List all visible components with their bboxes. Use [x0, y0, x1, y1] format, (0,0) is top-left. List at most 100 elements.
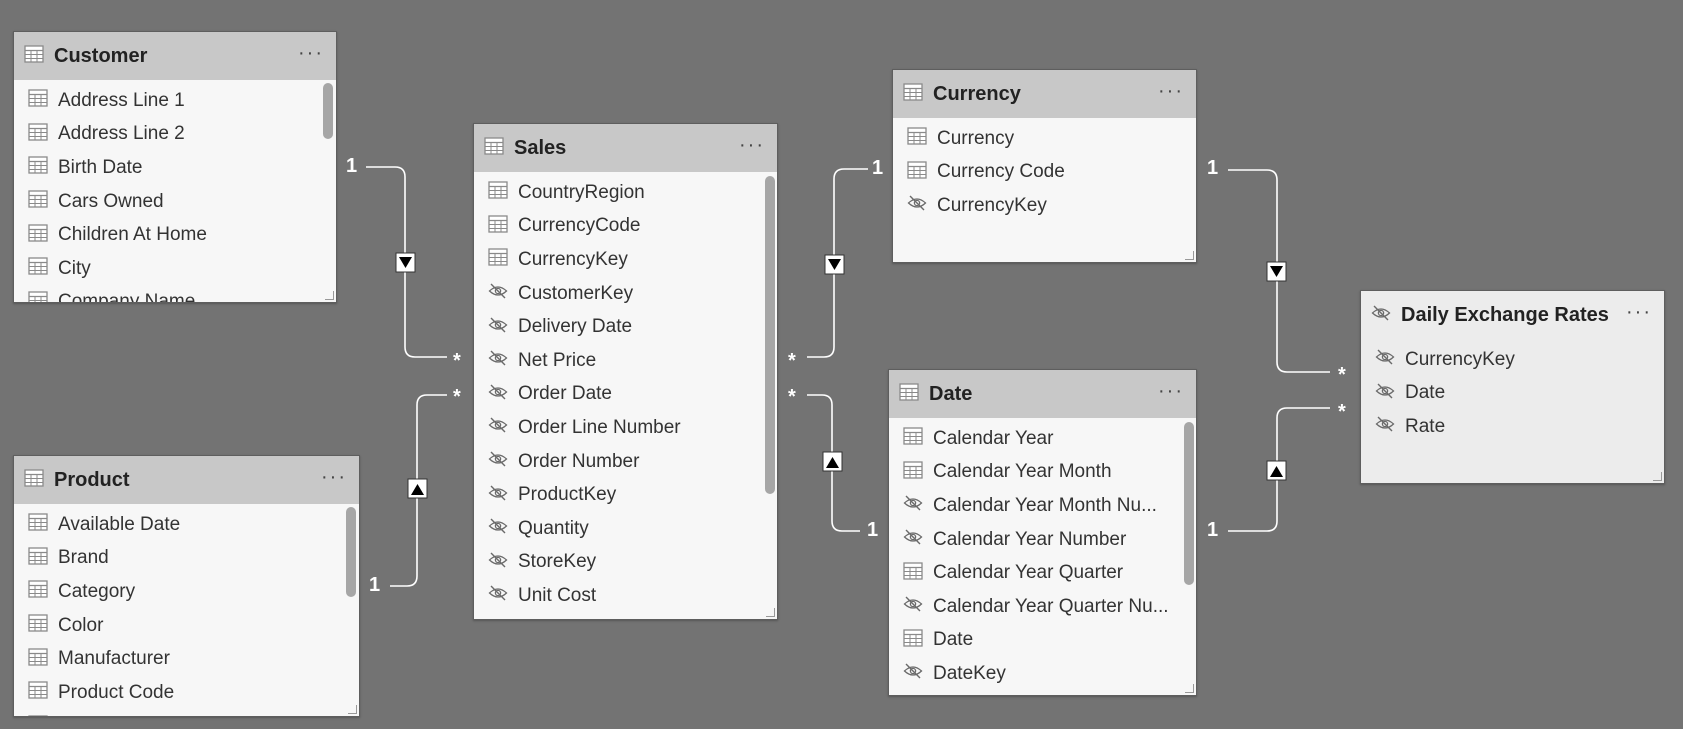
column-icon: [488, 215, 508, 238]
resize-handle[interactable]: [1185, 251, 1194, 260]
more-options-button[interactable]: ···: [1158, 380, 1184, 402]
resize-handle[interactable]: [325, 291, 334, 300]
field-row[interactable]: Order Date: [474, 378, 777, 412]
table-header[interactable]: Daily Exchange Rates ···: [1361, 291, 1664, 339]
field-row[interactable]: Children At Home: [14, 218, 336, 252]
resize-handle[interactable]: [1653, 472, 1662, 481]
resize-handle[interactable]: [1185, 684, 1194, 693]
table-title: Date: [929, 382, 973, 405]
cardinality-many-sales-date: *: [788, 386, 796, 408]
filter-direction-arrows: [395, 252, 1287, 499]
field-row[interactable]: CustomerKey: [474, 277, 777, 311]
field-label: Net Price: [518, 349, 597, 371]
field-row[interactable]: ProductKey: [474, 478, 777, 512]
field-label: CurrencyKey: [518, 248, 628, 270]
field-row[interactable]: Delivery Date: [474, 310, 777, 344]
field-row[interactable]: CurrencyKey: [893, 189, 1196, 223]
scrollbar[interactable]: [346, 507, 356, 597]
field-row[interactable]: CurrencyKey: [474, 243, 777, 277]
field-row[interactable]: Calendar Year: [889, 422, 1196, 456]
table-icon: [903, 82, 923, 106]
field-row[interactable]: Order Number: [474, 445, 777, 479]
field-label: Delivery Date: [518, 316, 633, 338]
field-label: ProductKey: [518, 484, 617, 506]
field-row[interactable]: Calendar Year Quarter Nu...: [889, 590, 1196, 624]
field-row[interactable]: Product Code: [14, 676, 359, 710]
field-row[interactable]: Net Price: [474, 344, 777, 378]
field-row[interactable]: Available Date: [14, 508, 359, 542]
column-icon: [903, 629, 923, 652]
table-card-customer[interactable]: Customer ··· Address Line 1 Address Line …: [13, 31, 337, 303]
resize-handle[interactable]: [766, 608, 775, 617]
field-row[interactable]: Company Name: [14, 286, 336, 303]
field-row[interactable]: Date: [1361, 377, 1664, 411]
field-row[interactable]: Manufacturer: [14, 642, 359, 676]
field-label: Children At Home: [58, 224, 207, 246]
field-row[interactable]: Currency Code: [893, 156, 1196, 190]
column-icon: [28, 224, 48, 247]
scrollbar[interactable]: [765, 176, 775, 494]
field-row[interactable]: Unit Cost: [474, 579, 777, 613]
field-row[interactable]: Currency: [893, 122, 1196, 156]
field-row[interactable]: Address Line 1: [14, 84, 336, 118]
field-row[interactable]: DateKey: [889, 657, 1196, 691]
field-row[interactable]: CurrencyKey: [1361, 343, 1664, 377]
column-icon: [488, 248, 508, 271]
field-row[interactable]: Calendar Year Number: [889, 523, 1196, 557]
field-row[interactable]: Brand: [14, 542, 359, 576]
field-label: Unit Cost: [518, 584, 597, 606]
more-options-button[interactable]: ···: [739, 134, 765, 156]
table-header[interactable]: Date ···: [889, 370, 1196, 418]
field-row[interactable]: Calendar Year Month Nu...: [889, 489, 1196, 523]
more-options-button[interactable]: ···: [321, 466, 347, 488]
field-row[interactable]: Date: [889, 624, 1196, 658]
field-row[interactable]: CurrencyCode: [474, 210, 777, 244]
cardinality-many-sales-product: *: [453, 386, 461, 408]
field-row[interactable]: Address Line 2: [14, 118, 336, 152]
more-options-button[interactable]: ···: [298, 42, 324, 64]
field-row[interactable]: CountryRegion: [474, 176, 777, 210]
hidden-column-icon: [1375, 415, 1395, 438]
field-row[interactable]: Calendar Year Quarter: [889, 556, 1196, 590]
table-header[interactable]: Customer ···: [14, 32, 336, 80]
table-header[interactable]: Product ···: [14, 456, 359, 504]
resize-handle[interactable]: [348, 705, 357, 714]
field-label: Address Line 1: [58, 89, 185, 111]
field-row[interactable]: Order Line Number: [474, 411, 777, 445]
field-row[interactable]: Category: [14, 575, 359, 609]
more-options-button[interactable]: ···: [1158, 80, 1184, 102]
field-label: Order Number: [518, 450, 640, 472]
field-row[interactable]: Birth Date: [14, 151, 336, 185]
field-row[interactable]: StoreKey: [474, 546, 777, 580]
scrollbar[interactable]: [1184, 422, 1194, 585]
column-icon: [28, 681, 48, 704]
field-row[interactable]: Color: [14, 609, 359, 643]
scrollbar[interactable]: [323, 83, 333, 139]
column-icon: [28, 123, 48, 146]
field-label: Calendar Year Number: [933, 528, 1127, 550]
column-icon: [907, 127, 927, 150]
field-label: City: [58, 257, 91, 279]
hidden-column-icon: [903, 494, 923, 517]
field-label: Date: [1405, 382, 1446, 404]
field-row[interactable]: Calendar Year Month: [889, 456, 1196, 490]
field-row[interactable]: Quantity: [474, 512, 777, 546]
table-icon: [24, 44, 44, 68]
table-header[interactable]: Currency ···: [893, 70, 1196, 118]
field-row[interactable]: Cars Owned: [14, 185, 336, 219]
field-row[interactable]: [14, 710, 359, 716]
cardinality-one-product: 1: [369, 574, 381, 596]
field-label: StoreKey: [518, 551, 597, 573]
field-row[interactable]: Rate: [1361, 410, 1664, 444]
more-options-button[interactable]: ···: [1626, 301, 1652, 323]
field-label: Company Name: [58, 291, 196, 303]
field-row[interactable]: City: [14, 252, 336, 286]
table-header[interactable]: Sales ···: [474, 124, 777, 172]
